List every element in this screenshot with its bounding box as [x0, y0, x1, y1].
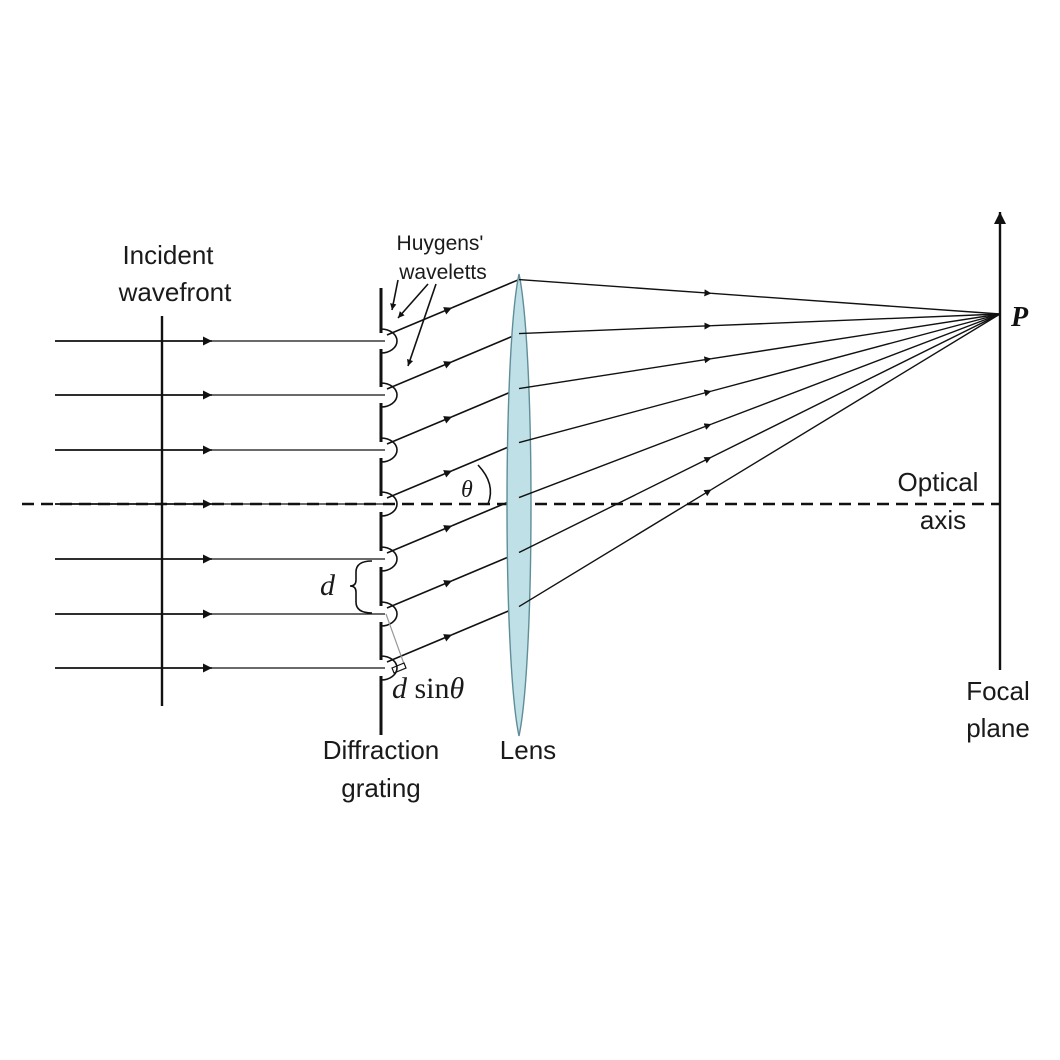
huygens-pointer-3	[390, 279, 399, 311]
diffracted-ray-3	[386, 415, 453, 445]
huygens-pointer-2	[407, 283, 437, 367]
lens	[506, 273, 532, 737]
diffracted-ray-tail-2	[451, 332, 520, 363]
wavelet-arc-5	[380, 546, 398, 572]
d-brace-icon	[349, 560, 373, 614]
huygens-label-2: waveletts	[398, 261, 487, 284]
wavelet-arc-4	[380, 491, 398, 517]
focused-ray-3	[518, 356, 712, 390]
grating-label-2: grating	[341, 773, 421, 803]
wavelet-arc-7	[380, 655, 398, 681]
diffracted-ray-1	[386, 306, 453, 336]
theta-label: θ	[461, 477, 473, 503]
diffracted-ray-tail-3	[451, 387, 520, 418]
grating-label-1: Diffraction	[323, 735, 440, 765]
wavelet-arc-6	[380, 601, 398, 627]
focused-ray-1	[518, 278, 712, 297]
d-sin-theta-sin: sin	[407, 672, 450, 705]
point-p-label: P	[1010, 302, 1029, 333]
lens-label: Lens	[500, 735, 556, 765]
huygens-pointer-arrows	[390, 279, 437, 367]
diffracted-ray-2	[386, 360, 453, 390]
focused-ray-tail-6	[711, 313, 1001, 458]
incident-wavefront-label-2: wavefront	[118, 277, 232, 307]
d-sin-theta-theta: θ	[450, 672, 465, 705]
incident-wavefront-label-1: Incident	[122, 240, 214, 270]
focal-plane-label-2: plane	[966, 713, 1030, 743]
focused-ray-7	[518, 488, 712, 608]
huygens-pointer-1	[397, 283, 429, 319]
wavelet-arc-2	[380, 382, 398, 408]
d-label: d	[320, 569, 336, 602]
focused-ray-5	[518, 423, 712, 499]
focused-ray-4	[518, 389, 712, 444]
diffracted-ray-tail-7	[451, 605, 520, 636]
focused-ray-2	[518, 322, 712, 335]
focused-ray-tail-4	[711, 313, 1001, 392]
focused-ray-tail-2	[711, 313, 1001, 327]
focused-ray-tail-7	[711, 313, 1001, 491]
optical-axis-label-2: axis	[920, 505, 966, 535]
path-difference-marker	[385, 613, 407, 674]
diffracted-ray-7	[386, 633, 453, 663]
focal-plane-label-1: Focal	[966, 676, 1030, 706]
diffracted-ray-5	[386, 524, 453, 554]
huygens-wavelets	[380, 328, 398, 681]
diffracted-ray-6	[386, 579, 453, 609]
d-sin-theta-d: d	[392, 672, 408, 705]
focused-ray-6	[518, 456, 712, 554]
incident-rays	[55, 336, 385, 673]
focused-rays	[518, 278, 1001, 608]
d-sin-theta-label: d sinθ	[392, 672, 465, 705]
huygens-label-1: Huygens'	[397, 232, 484, 255]
wavelet-arc-3	[380, 437, 398, 463]
focused-ray-tail-5	[711, 313, 1001, 425]
focused-ray-tail-3	[711, 313, 1001, 360]
optical-axis-label-1: Optical	[898, 467, 979, 497]
diffracted-ray-tail-1	[451, 278, 520, 309]
diffracted-ray-4	[386, 469, 453, 499]
focused-ray-tail-1	[711, 292, 1001, 315]
wavelet-arc-1	[380, 328, 398, 354]
theta-angle-arc	[477, 464, 492, 505]
diffracted-rays	[386, 278, 520, 663]
